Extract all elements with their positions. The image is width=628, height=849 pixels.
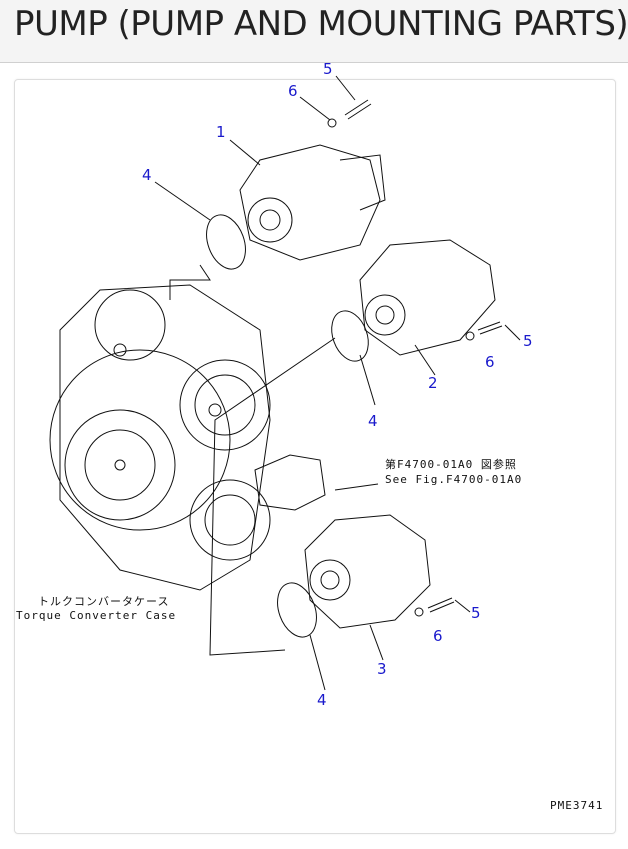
pump-reference-unit — [254, 454, 326, 511]
drawing-id: PME3741 — [550, 799, 604, 812]
case-label-jp: トルクコンバータケース — [38, 595, 170, 608]
page-header: PUMP (PUMP AND MOUNTING PARTS) — [0, 0, 628, 63]
callout-5: 5 — [471, 604, 481, 622]
callout-6: 6 — [433, 627, 443, 645]
o-rings — [206, 214, 369, 638]
callout-6: 6 — [485, 353, 495, 371]
callout-6: 6 — [288, 82, 298, 100]
callout-4: 4 — [317, 691, 327, 709]
case-label-en: Torque Converter Case — [16, 609, 177, 622]
callout-5: 5 — [323, 60, 333, 78]
torque-converter-case — [49, 264, 271, 591]
callout-3: 3 — [377, 660, 387, 678]
page-title: PUMP (PUMP AND MOUNTING PARTS) — [14, 4, 628, 44]
leader-lines — [154, 75, 521, 691]
reference-note-jp: 第F4700-01A0 図参照 — [385, 458, 517, 471]
reference-note-en: See Fig.F4700-01A0 — [385, 473, 523, 486]
pump-2 — [359, 239, 496, 356]
bolts-washers — [327, 99, 503, 617]
pump-3 — [304, 514, 431, 629]
callout-1: 1 — [216, 123, 226, 141]
diagram-card — [14, 79, 616, 834]
callout-2: 2 — [428, 374, 438, 392]
callout-5: 5 — [523, 332, 533, 350]
callout-4: 4 — [142, 166, 152, 184]
callout-4: 4 — [368, 412, 378, 430]
pump-1 — [239, 144, 386, 261]
